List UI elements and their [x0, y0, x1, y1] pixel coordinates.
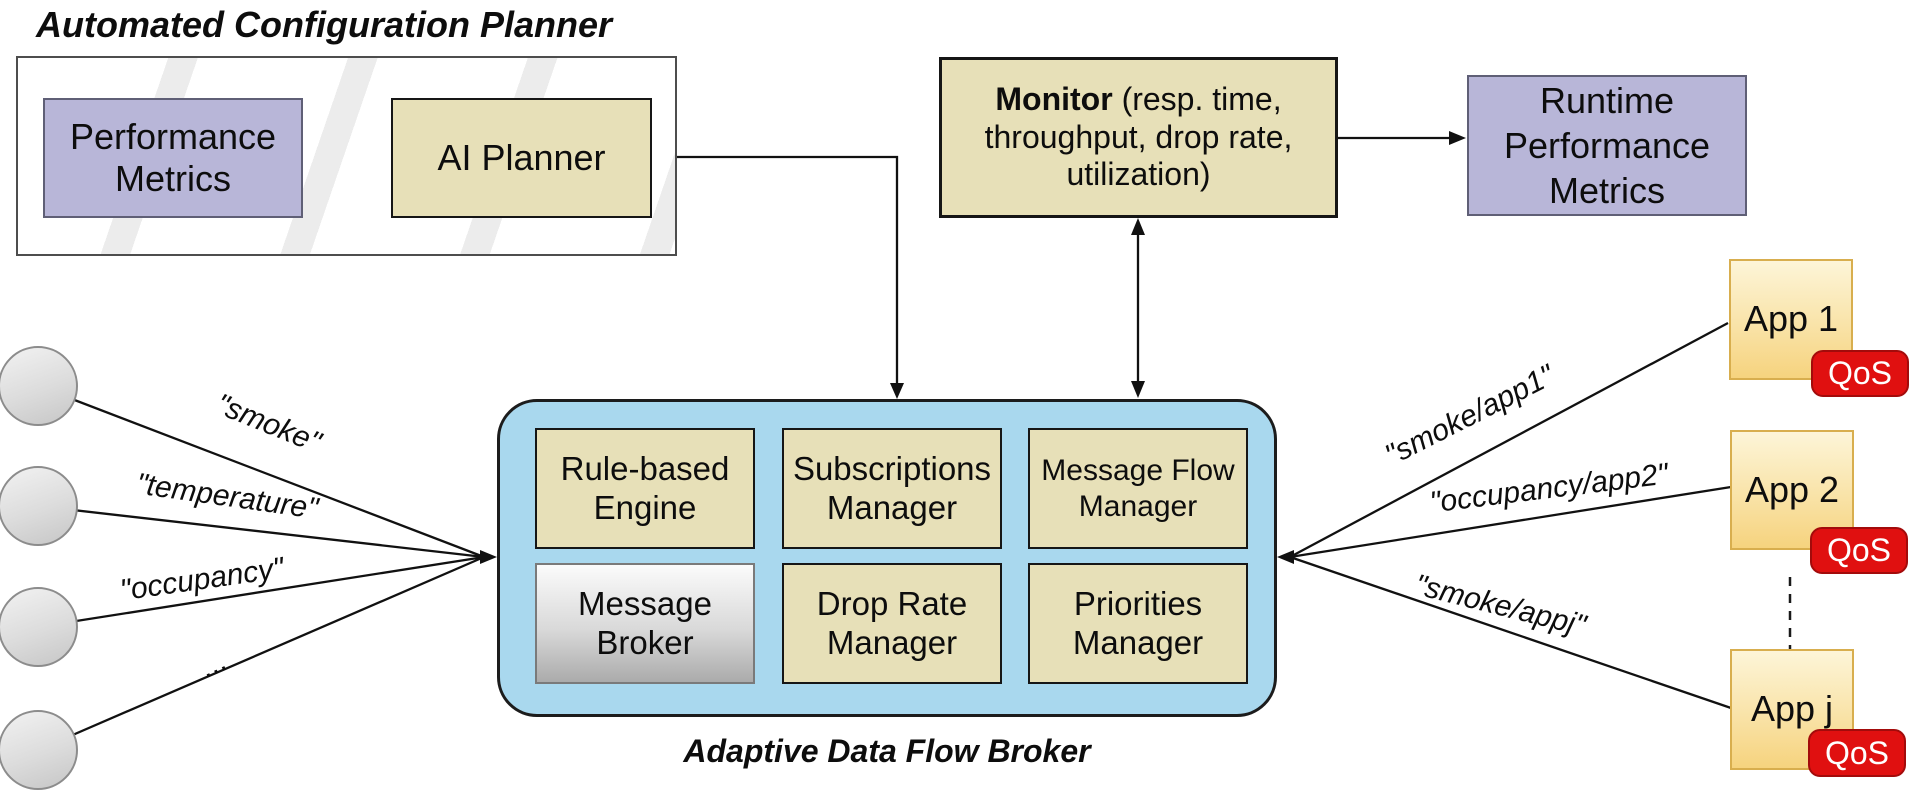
sensor-line-smoke [37, 384, 485, 559]
rule-based-engine-box: Rule-based Engine [535, 428, 755, 549]
message-flow-manager-box: Message Flow Manager [1028, 428, 1248, 549]
app2-qos-badge: QoS [1810, 527, 1908, 574]
sensor-node-1 [0, 346, 78, 426]
appj-line [1289, 555, 1732, 710]
monitor-label: Monitor (resp. time, throughput, drop ra… [985, 81, 1293, 194]
sensor-line-more [37, 555, 485, 752]
runtime-performance-metrics-box: Runtime Performance Metrics [1467, 75, 1747, 216]
app1-qos-badge: QoS [1811, 350, 1909, 397]
broker-title: Adaptive Data Flow Broker [683, 733, 1091, 769]
appj-qos-badge: QoS [1808, 729, 1906, 777]
ai-to-broker-line [652, 155, 899, 385]
monitor-broker-down-arrowhead-icon [1131, 381, 1145, 398]
drop-rate-manager-box: Drop Rate Manager [782, 563, 1002, 684]
monitor-box: Monitor (resp. time, throughput, drop ra… [939, 57, 1338, 218]
sensor-node-4 [0, 710, 78, 790]
sensor-line-temperature [37, 504, 485, 559]
apps-to-broker-arrowhead-icon [1277, 550, 1294, 564]
ai-to-broker-arrowhead-icon [890, 383, 904, 399]
monitor-label-rest: (resp. time, throughput, drop rate, util… [984, 80, 1293, 193]
subscriptions-manager-box: Subscriptions Manager [782, 428, 1002, 549]
app2-line [1289, 485, 1732, 559]
planner-title: Automated Configuration Planner [36, 4, 612, 45]
performance-metrics-box: Performance Metrics [43, 98, 303, 218]
monitor-to-runtime-arrowhead-icon [1449, 131, 1466, 145]
sensor-node-2 [0, 466, 78, 546]
monitor-label-bold: Monitor [995, 80, 1113, 117]
monitor-broker-up-arrowhead-icon [1131, 218, 1145, 235]
message-broker-box: Message Broker [535, 563, 755, 684]
app1-line [1289, 321, 1729, 559]
sensor-line-occupancy [37, 555, 485, 629]
sensor-node-3 [0, 587, 78, 667]
sensors-to-broker-arrowhead-icon [480, 550, 497, 564]
ai-planner-box: AI Planner [391, 98, 652, 218]
priorities-manager-box: Priorities Manager [1028, 563, 1248, 684]
appj-box: App j [1730, 649, 1854, 770]
